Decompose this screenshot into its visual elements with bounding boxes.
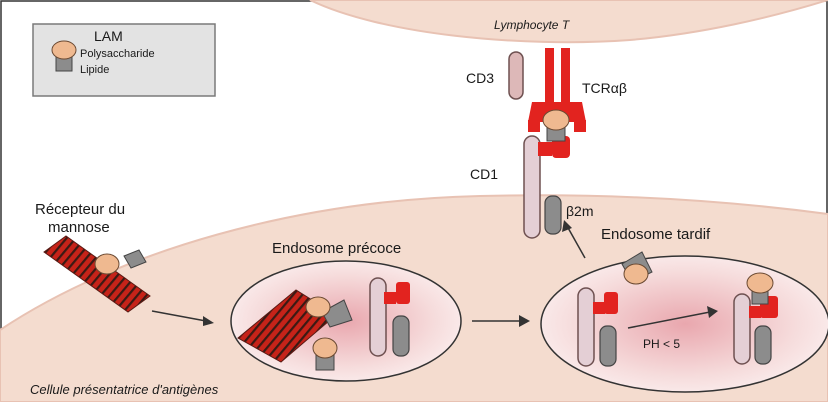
lam-antigen <box>543 110 569 130</box>
cd3-label: CD3 <box>466 70 494 86</box>
legend-polysaccharide-label: Polysaccharide <box>80 48 155 60</box>
early-endosome <box>231 261 461 381</box>
cd1-label: CD1 <box>470 166 498 182</box>
lymphocyte-label: Lymphocyte T <box>494 18 569 32</box>
legend-polysaccharide-swatch <box>52 41 76 59</box>
late-endosome-label: Endosome tardif <box>601 226 710 243</box>
ph-label: PH < 5 <box>643 337 680 351</box>
b2m-molecule <box>545 196 561 234</box>
apc-label: Cellule présentatrice d'antigènes <box>30 382 218 397</box>
legend <box>33 24 215 96</box>
cd1-molecule <box>524 136 540 238</box>
legend-lipide-label: Lipide <box>80 64 109 76</box>
cd3-molecule <box>509 52 523 99</box>
tcr-label: TCRαβ <box>582 80 627 96</box>
b2m-label: β2m <box>566 203 594 219</box>
mannose-receptor-label-line1: Récepteur du <box>35 201 125 218</box>
early-endosome-label: Endosome précoce <box>272 240 401 257</box>
legend-title: LAM <box>94 28 123 44</box>
mannose-receptor-label-line2: mannose <box>48 219 110 236</box>
